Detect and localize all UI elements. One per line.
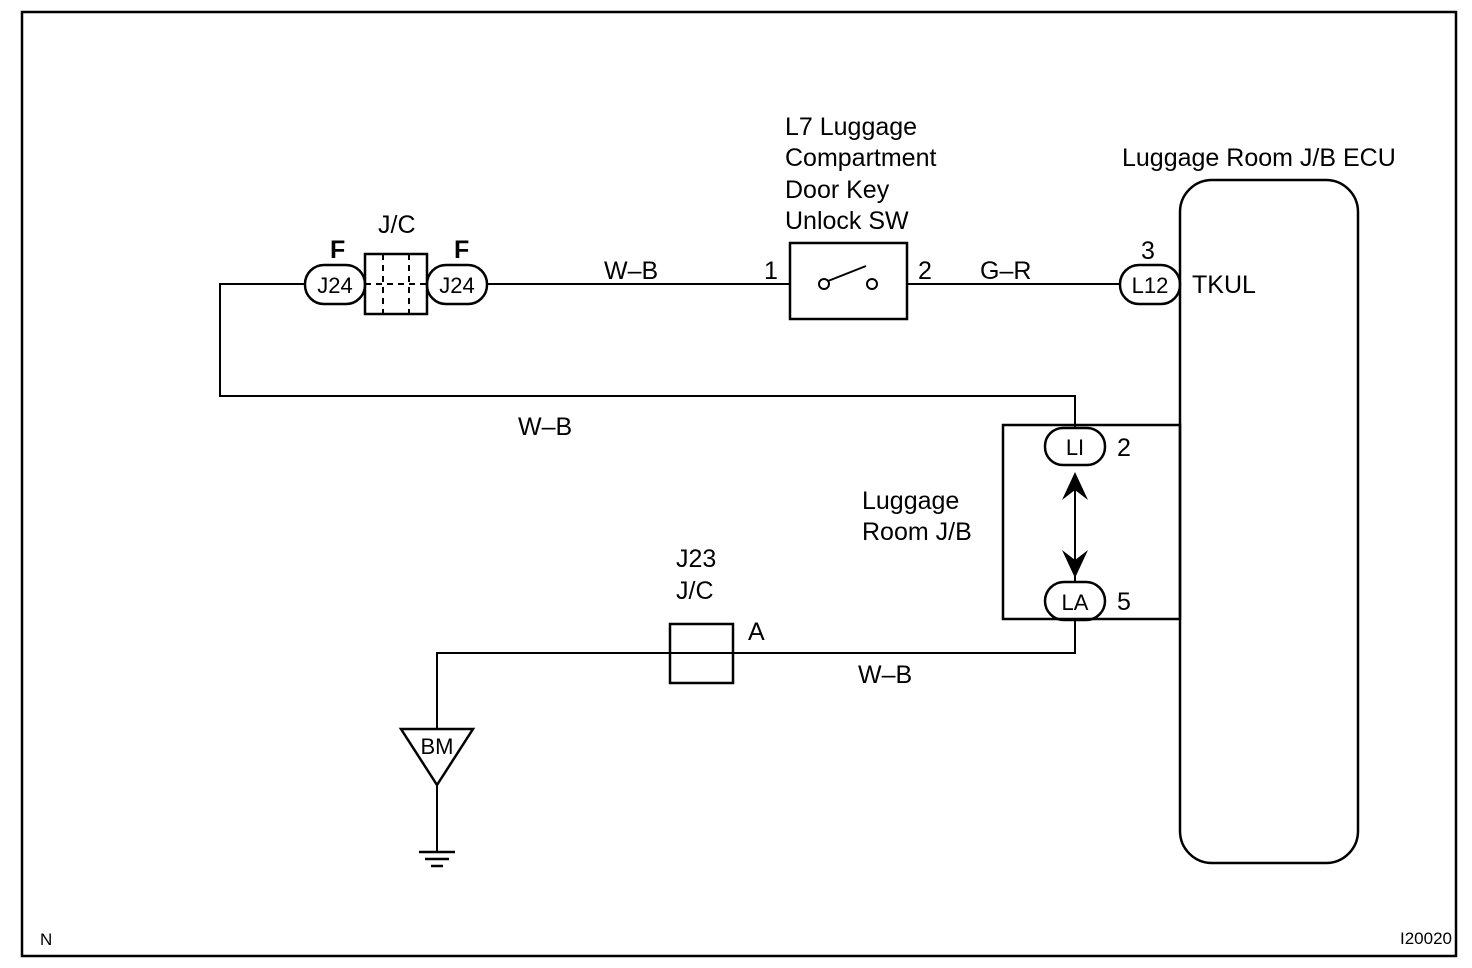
figure-code: I20020: [1400, 929, 1452, 948]
switch-lever: [827, 265, 867, 282]
ground-code: BM: [421, 734, 454, 759]
li-connector: [1043, 426, 1107, 467]
ecu-title: Luggage Room J/B ECU: [1122, 144, 1396, 172]
j23-title-line2: J/C: [676, 577, 714, 605]
switch-contact-right: [866, 278, 878, 290]
ground-point-bm: [398, 727, 476, 788]
jb-link-arrow-up: [1062, 472, 1088, 500]
diagram-frame: [20, 10, 1458, 958]
switch-box: [788, 241, 909, 321]
wire-j23-to-ground: [436, 652, 670, 732]
j23-title-line1: J23: [676, 545, 716, 573]
jb-title-line2: Room J/B: [862, 518, 972, 546]
switch-title-line1: L7 Luggage: [785, 113, 917, 141]
j24-right-pin: F: [454, 236, 469, 264]
switch-pin-2: 2: [918, 257, 932, 285]
l12-connector: [1118, 263, 1182, 306]
j24-right-code: J24: [439, 273, 474, 298]
wire-loop-return: [219, 283, 1076, 428]
wire-la-to-j23: [733, 620, 1076, 654]
jb-title-line1: Luggage: [862, 487, 959, 515]
j23-pin-a: A: [748, 618, 765, 646]
ecu-terminal-tkul: TKUL: [1192, 271, 1256, 299]
j24-jc-title: J/C: [378, 211, 416, 239]
switch-contact-left: [818, 278, 830, 290]
switch-pin-1: 1: [764, 257, 778, 285]
jb-link-arrow-down: [1062, 550, 1088, 578]
wire-label-switch-to-ecu: G–R: [980, 257, 1031, 285]
la-pin: 5: [1117, 588, 1131, 616]
switch-title-line4: Unlock SW: [785, 207, 909, 235]
la-code: LA: [1062, 590, 1089, 615]
j24-junction-box: [363, 252, 429, 316]
wire-label-j24-to-switch: W–B: [604, 257, 658, 285]
frame-corner-label: N: [40, 930, 52, 949]
j24-left-code: J24: [317, 273, 352, 298]
li-code: LI: [1066, 435, 1084, 460]
j24-left-connector: [303, 263, 367, 306]
l12-code: L12: [1132, 273, 1169, 298]
j24-right-connector: [425, 263, 489, 306]
wire-label-loop-return: W–B: [518, 413, 572, 441]
switch-title-line3: Door Key: [785, 176, 890, 204]
luggage-room-jb-box: [1001, 423, 1182, 621]
wire-label-ground-line: W–B: [858, 661, 912, 689]
la-connector: [1043, 580, 1107, 622]
li-pin: 2: [1117, 434, 1131, 462]
l12-pin: 3: [1141, 237, 1155, 265]
switch-title-line2: Compartment: [785, 144, 936, 172]
j24-left-pin: F: [330, 236, 345, 264]
